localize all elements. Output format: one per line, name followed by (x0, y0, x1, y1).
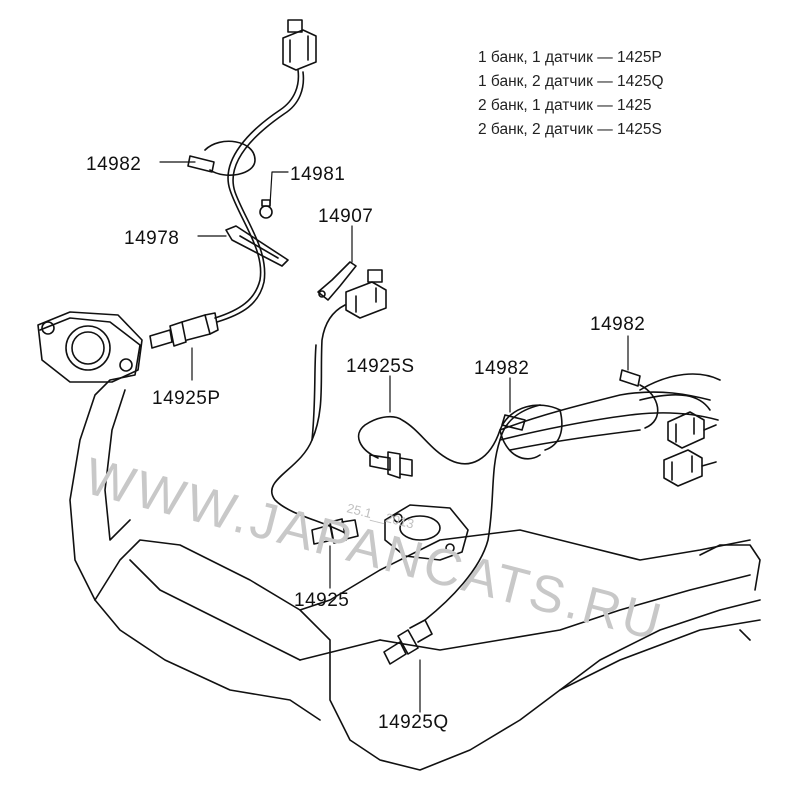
o2-sensor-14925Q (383, 619, 433, 665)
o2-sensor-14925P (149, 312, 219, 349)
callout-14925Q: 14925Q (378, 712, 449, 733)
wire-harness (204, 69, 721, 621)
exhaust-flange-left (37, 311, 143, 383)
watermark: WWW.JAPANCATS.RU (79, 447, 670, 652)
clamp-14982-right (619, 369, 641, 387)
leader-lines (159, 161, 629, 713)
callout-14925P: 14925P (152, 388, 221, 409)
callout-14925S: 14925S (346, 356, 415, 377)
clamp-14982-top (187, 155, 215, 173)
catalyst-flange (384, 504, 469, 561)
callout-14981: 14981 (290, 164, 345, 185)
callout-14925: 14925 (294, 590, 349, 611)
callout-14982-right: 14982 (590, 314, 645, 335)
connector-middle (345, 269, 387, 319)
callout-14982-top: 14982 (86, 154, 141, 175)
bracket-14978 (225, 225, 289, 267)
connector-right-lower (663, 449, 717, 487)
legend-line-4: 2 банк, 2 датчик — 1425S (478, 121, 662, 138)
legend-line-2: 1 банк, 2 датчик — 1425Q (478, 73, 664, 90)
legend-line-3: 2 банк, 1 датчик — 1425 (478, 97, 652, 114)
connector-top (282, 19, 317, 71)
o2-sensor-14925 (311, 518, 359, 545)
o2-sensor-14925S (369, 451, 413, 479)
legend: 1 банк, 1 датчик — 1425P 1 банк, 2 датчи… (478, 46, 664, 142)
legend-line-1: 1 банк, 1 датчик — 1425P (478, 49, 662, 66)
callout-14978: 14978 (124, 228, 179, 249)
callout-14982-mid: 14982 (474, 358, 529, 379)
callout-14907: 14907 (318, 206, 373, 227)
connector-right-upper (667, 411, 717, 449)
bolt-14981 (259, 199, 273, 219)
bracket-14907 (317, 261, 357, 301)
clamp-14982-mid (501, 414, 526, 431)
